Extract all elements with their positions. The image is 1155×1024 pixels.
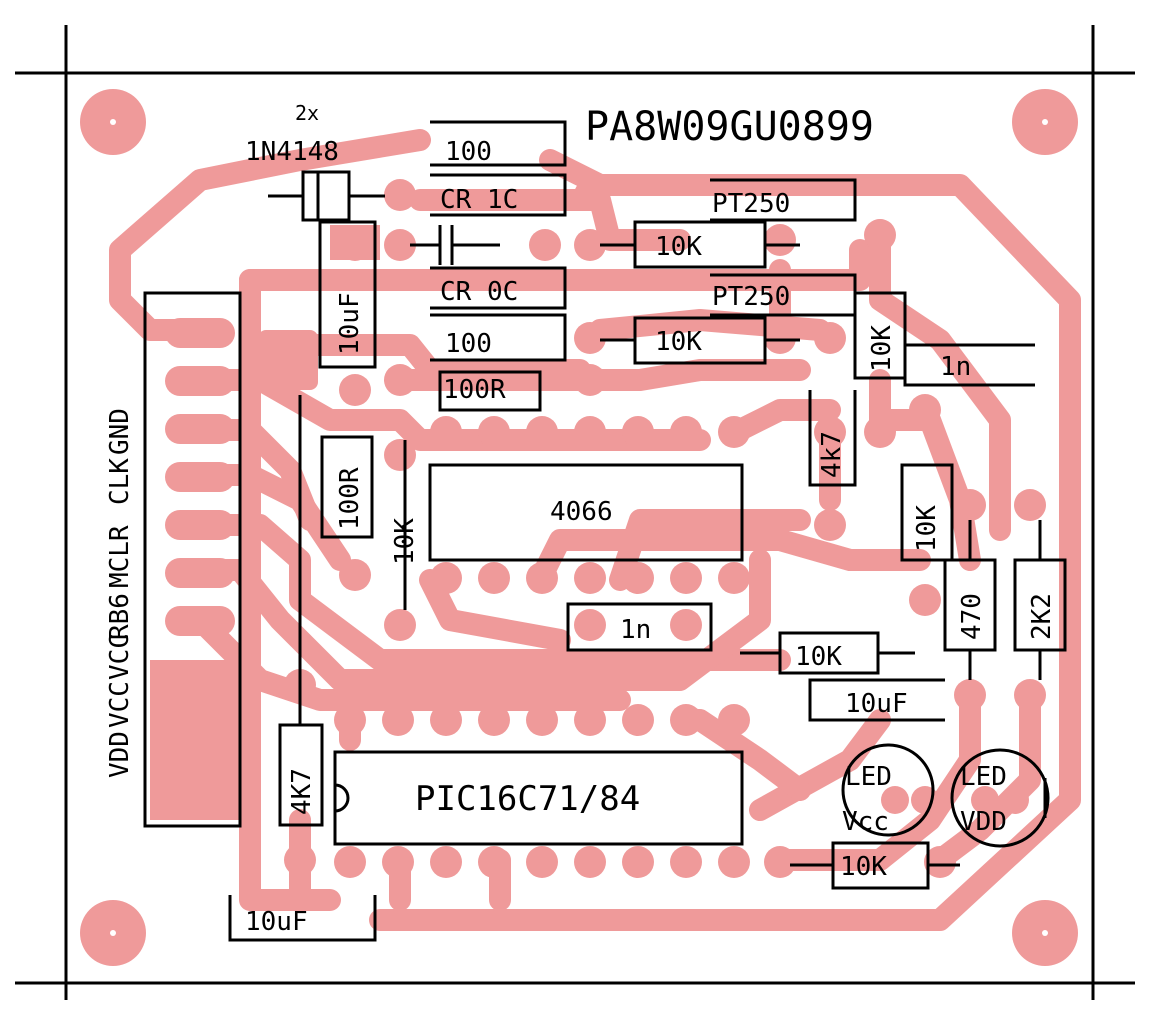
ic-4066-label: 4066 — [550, 497, 613, 527]
diode-label: 1N4148 — [245, 137, 339, 167]
cap-top-label: CR 1C — [440, 185, 518, 215]
connector-labels: GND CLK MCLR VCC VCC VDD RB6 — [105, 408, 135, 778]
led2-label-2: VDD — [960, 807, 1007, 837]
pads — [165, 179, 1046, 878]
r-10k-a-label: 10K — [655, 232, 702, 262]
connector-label: VDD — [105, 731, 135, 778]
mounting-holes — [80, 89, 1078, 966]
cap-10uf-bottom-label: 10uF — [245, 907, 308, 937]
r-10k-c-label: 10K — [867, 325, 897, 372]
r-10k-d-label: 10K — [390, 518, 420, 565]
r-10k-e-label: 10K — [795, 642, 842, 672]
r-10k-bottom-label: 10K — [840, 852, 887, 882]
led2-label-1: LED — [960, 762, 1007, 792]
connector-label: GND — [105, 408, 135, 455]
pot-mid-label: PT250 — [712, 282, 790, 312]
cap-10uf-left-label: 10uF — [335, 292, 365, 355]
led2-outline — [950, 748, 1050, 848]
r-100r-b-label: 100R — [335, 467, 365, 530]
connector-label: VCC — [105, 633, 135, 680]
r-470-label: 470 — [957, 593, 987, 640]
r-100-mid-label: 100 — [445, 329, 492, 359]
connector-outline — [143, 291, 242, 828]
silkscreen — [143, 120, 1067, 942]
r-4k7-right-label: 4k7 — [817, 431, 847, 478]
diode-qty-label: 2x — [295, 101, 319, 125]
silkscreen-text: PA8W09GU0899 2x 1N4148 100 CR 1C PT250 1… — [245, 101, 1057, 937]
crop-marks — [15, 25, 1135, 1000]
board-title: PA8W09GU0899 — [585, 104, 874, 150]
r-right-mid-label: 10K — [912, 505, 942, 552]
led1-label-1: LED — [845, 762, 892, 792]
pot-top-label: PT250 — [712, 189, 790, 219]
r-2k2-label: 2K2 — [1027, 593, 1057, 640]
resistor-100r-outline — [438, 370, 542, 412]
connector-label: VCC — [105, 681, 135, 728]
r-4k7-bottom-label: 4K7 — [287, 768, 317, 815]
cap-10uf-left-outline — [318, 220, 377, 369]
connector-label: RB6 — [105, 593, 135, 640]
cap-1n-b-label: 1n — [620, 615, 651, 645]
cap-10uf-right-label: 10uF — [845, 689, 908, 719]
led1-label-2: Vcc — [842, 807, 889, 837]
cap-mid-label: CR 0C — [440, 277, 518, 307]
connector-label: CLK — [105, 458, 135, 505]
connector-label: MCLR — [105, 525, 135, 588]
diode-outline — [301, 170, 351, 222]
mcu-label: PIC16C71/84 — [415, 779, 640, 819]
ic-pic-outline — [333, 750, 744, 846]
led1-outline — [841, 743, 935, 837]
cap-1n-a-label: 1n — [940, 352, 971, 382]
ic-4066-outline — [428, 463, 744, 562]
r-100r-a-label: 100R — [443, 375, 506, 405]
r-100-top-label: 100 — [445, 137, 492, 167]
r-10k-b-label: 10K — [655, 327, 702, 357]
